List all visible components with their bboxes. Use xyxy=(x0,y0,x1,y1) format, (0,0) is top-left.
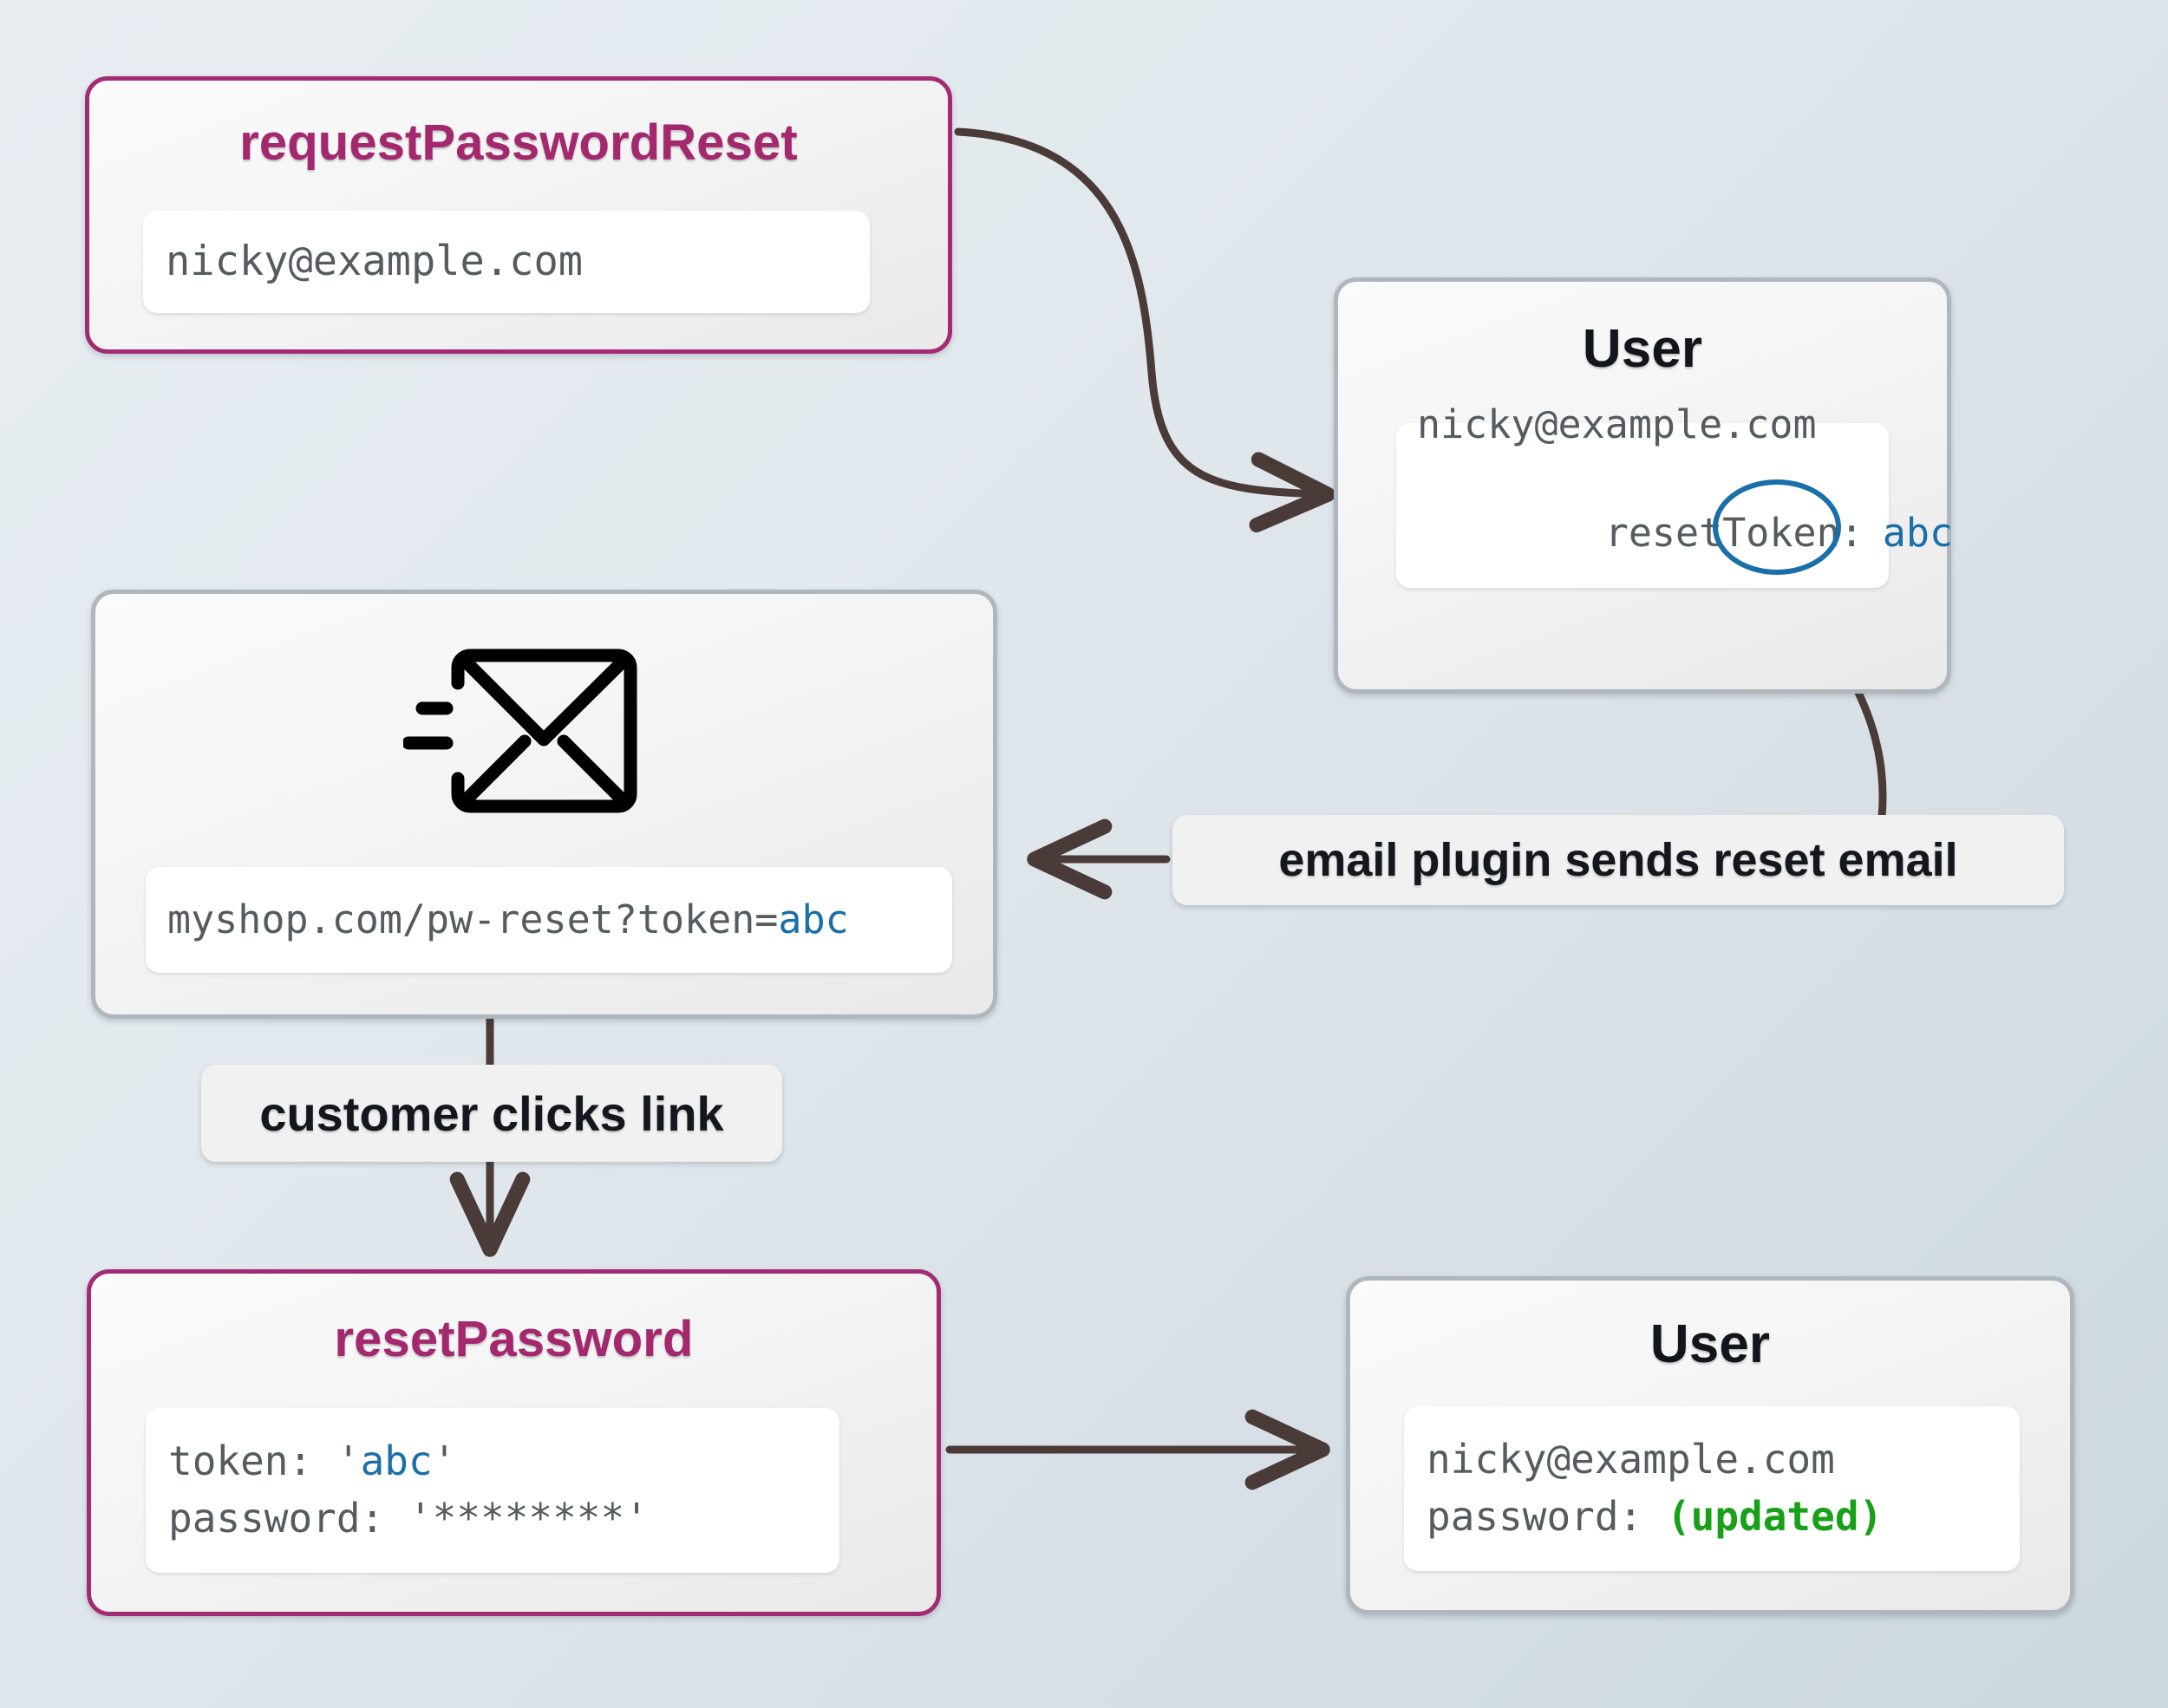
user-updated-password-value: (updated) xyxy=(1666,1493,1884,1540)
panel-request-password-reset: nicky@example.com xyxy=(143,211,870,313)
reset-password-token-quote-close: ' xyxy=(432,1437,457,1485)
edge-label-customer-clicks-link-text: customer clicks link xyxy=(259,1085,724,1141)
user-updated-password-row: password: (updated) xyxy=(1427,1490,1997,1544)
reset-password-token-key: token: xyxy=(168,1437,336,1485)
edge-label-plugin-to-email-text: email plugin sends reset email xyxy=(1278,834,1958,886)
request-email-value: nicky@example.com xyxy=(166,237,584,285)
reset-password-token-row: token: 'abc' xyxy=(168,1435,817,1489)
node-user-with-token[interactable]: User nicky@example.com resetToken: abc xyxy=(1334,277,1953,694)
reset-password-password-row: password: '********' xyxy=(168,1492,817,1546)
user-updated-email: nicky@example.com xyxy=(1427,1436,1835,1483)
panel-reset-email-link: myshop.com/pw-reset?token=abc xyxy=(146,867,952,973)
user-token-row: resetToken: abc xyxy=(1417,455,1953,612)
reset-email-link-token: abc xyxy=(778,896,849,942)
reset-email-link-row: myshop.com/pw-reset?token=abc xyxy=(167,894,931,946)
node-title-request-password-reset: requestPasswordReset xyxy=(239,114,798,171)
edge-request-to-user xyxy=(954,127,1335,533)
edge-label-plugin-to-email: email plugin sends reset email xyxy=(1172,815,2064,905)
reset-email-link-prefix: myshop.com/pw-reset?token= xyxy=(167,896,779,942)
user-token-value: abc xyxy=(1882,510,1954,556)
reset-password-password-value: '********' xyxy=(408,1495,649,1542)
reset-password-token-quote-open: ' xyxy=(336,1437,361,1485)
node-title-user-token: User xyxy=(1582,319,1703,379)
node-reset-email-card[interactable]: myshop.com/pw-reset?token=abc xyxy=(91,590,997,1019)
node-request-password-reset[interactable]: requestPasswordReset nicky@example.com xyxy=(85,76,952,354)
node-user-updated[interactable]: User nicky@example.com password: (update… xyxy=(1346,1276,2074,1614)
user-token-email: nicky@example.com xyxy=(1417,401,1817,448)
envelope-send-icon xyxy=(402,644,672,818)
user-updated-password-key: password: xyxy=(1427,1493,1667,1540)
panel-user-with-token: nicky@example.com resetToken: abc xyxy=(1396,401,1953,588)
reset-password-token-value: abc xyxy=(360,1437,433,1485)
reset-password-password-key: password: xyxy=(168,1495,408,1542)
node-reset-password[interactable]: resetPassword token: 'abc' password: '**… xyxy=(87,1269,941,1616)
node-title-reset-password: resetPassword xyxy=(334,1311,694,1367)
panel-reset-password: token: 'abc' password: '********' xyxy=(146,1408,839,1573)
panel-user-updated: nicky@example.com password: (updated) xyxy=(1404,1406,2020,1571)
user-token-key: resetToken: xyxy=(1604,510,1864,556)
edge-label-customer-clicks-link: customer clicks link xyxy=(201,1065,782,1162)
node-title-user-updated: User xyxy=(1649,1314,1771,1374)
